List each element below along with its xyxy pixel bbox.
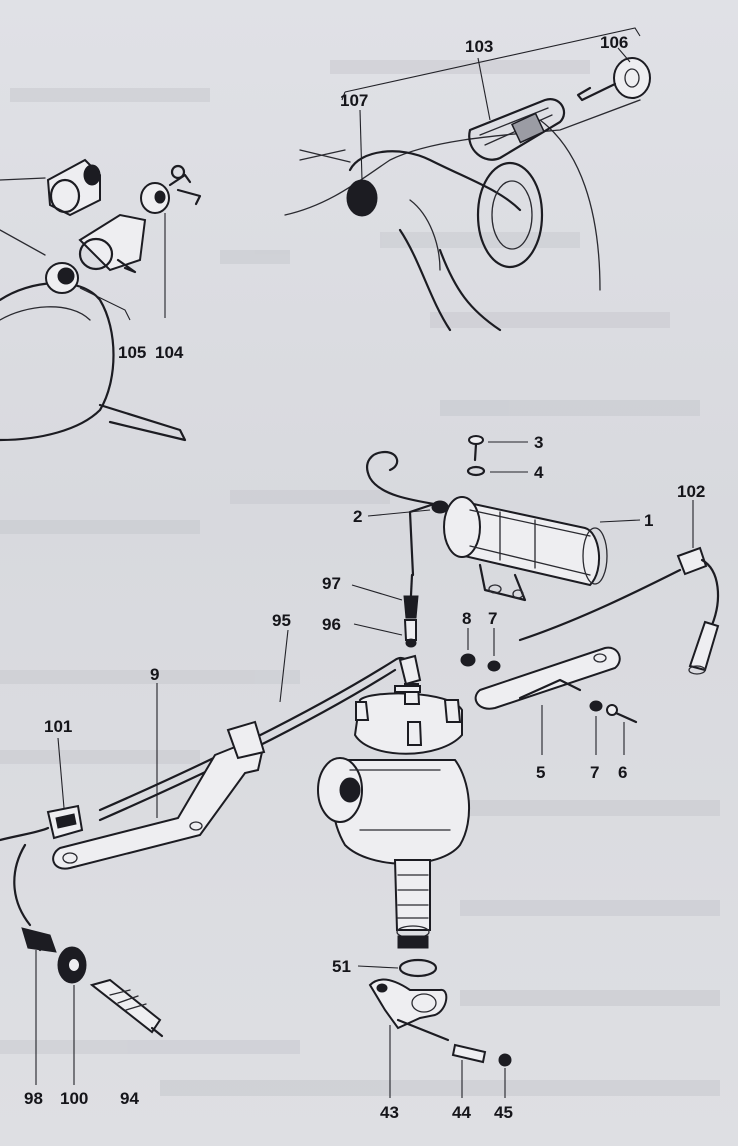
callout-104: 104 (155, 343, 184, 362)
spark-plug-lead-icon (0, 826, 50, 927)
callout-8: 8 (462, 609, 471, 628)
callout-9: 9 (150, 665, 159, 684)
callout-101: 101 (44, 717, 72, 736)
bleed-through-text (0, 60, 720, 1096)
part-6-bolt-icon (606, 704, 638, 724)
callout-44: 44 (452, 1103, 471, 1122)
callout-labels: 103 106 107 105 104 3 4 2 1 102 97 96 95… (24, 33, 705, 1122)
part-96-connector-icon (403, 619, 417, 648)
callout-100: 100 (60, 1089, 88, 1108)
callout-43: 43 (380, 1103, 399, 1122)
ignition-switch-body-icon (78, 213, 147, 274)
part-9-clamp-icon (52, 720, 266, 870)
part-107-cap-icon (346, 179, 378, 217)
part-103-lock-housing-icon (468, 98, 566, 161)
callout-1: 1 (644, 511, 653, 530)
steering-column-assembly (284, 57, 651, 332)
part-5-bracket-icon (474, 646, 621, 710)
part-44-pin-icon (451, 1043, 487, 1064)
callout-103: 103 (465, 37, 493, 56)
part-1-ignition-coil-icon (431, 496, 608, 602)
part-43-clamp-plate-icon (368, 978, 450, 1042)
ignition-switch-assembly (0, 158, 202, 442)
distributor-icon (317, 683, 471, 949)
callout-96: 96 (322, 615, 341, 634)
callout-94: 94 (120, 1089, 139, 1108)
part-104-lock-cylinder-icon (140, 164, 202, 214)
part-3-screw-icon (468, 435, 484, 462)
callout-7-upper: 7 (488, 609, 497, 628)
callout-106: 106 (600, 33, 628, 52)
callout-5: 5 (536, 763, 545, 782)
part-101-clip-icon (46, 804, 84, 840)
callout-97: 97 (322, 574, 341, 593)
callout-3: 3 (534, 433, 543, 452)
callout-107: 107 (340, 91, 368, 110)
bracket-103 (341, 27, 641, 181)
callout-95: 95 (272, 611, 291, 630)
part-105-ring-nut-icon (45, 262, 79, 294)
callout-4: 4 (534, 463, 544, 482)
part-45-nut-icon (498, 1053, 512, 1067)
callout-51: 51 (332, 957, 351, 976)
part-106-key-icon (576, 57, 651, 102)
callout-102: 102 (677, 482, 705, 501)
callout-7-lower: 7 (590, 763, 599, 782)
part-97-ht-lead-icon (403, 573, 419, 619)
callout-6: 6 (618, 763, 627, 782)
part-51-o-ring-icon (398, 958, 438, 978)
callout-98: 98 (24, 1089, 43, 1108)
callout-105: 105 (118, 343, 146, 362)
part-98-plug-cap-icon (21, 927, 57, 953)
callout-2: 2 (353, 507, 362, 526)
part-8-nut-icon (460, 653, 476, 667)
part-7-nut-icon (487, 660, 501, 672)
part-102-ht-cable-icon (518, 546, 720, 675)
part-7-nut-lower-icon (589, 700, 603, 712)
lock-cylinder-housing-icon (46, 158, 101, 217)
part-2-coil-lead-icon (366, 450, 442, 577)
part-4-washer-icon (466, 465, 486, 477)
part-94-spark-plug-icon (89, 978, 164, 1038)
part-100-suppressor-icon (57, 946, 87, 984)
callout-45: 45 (494, 1103, 513, 1122)
